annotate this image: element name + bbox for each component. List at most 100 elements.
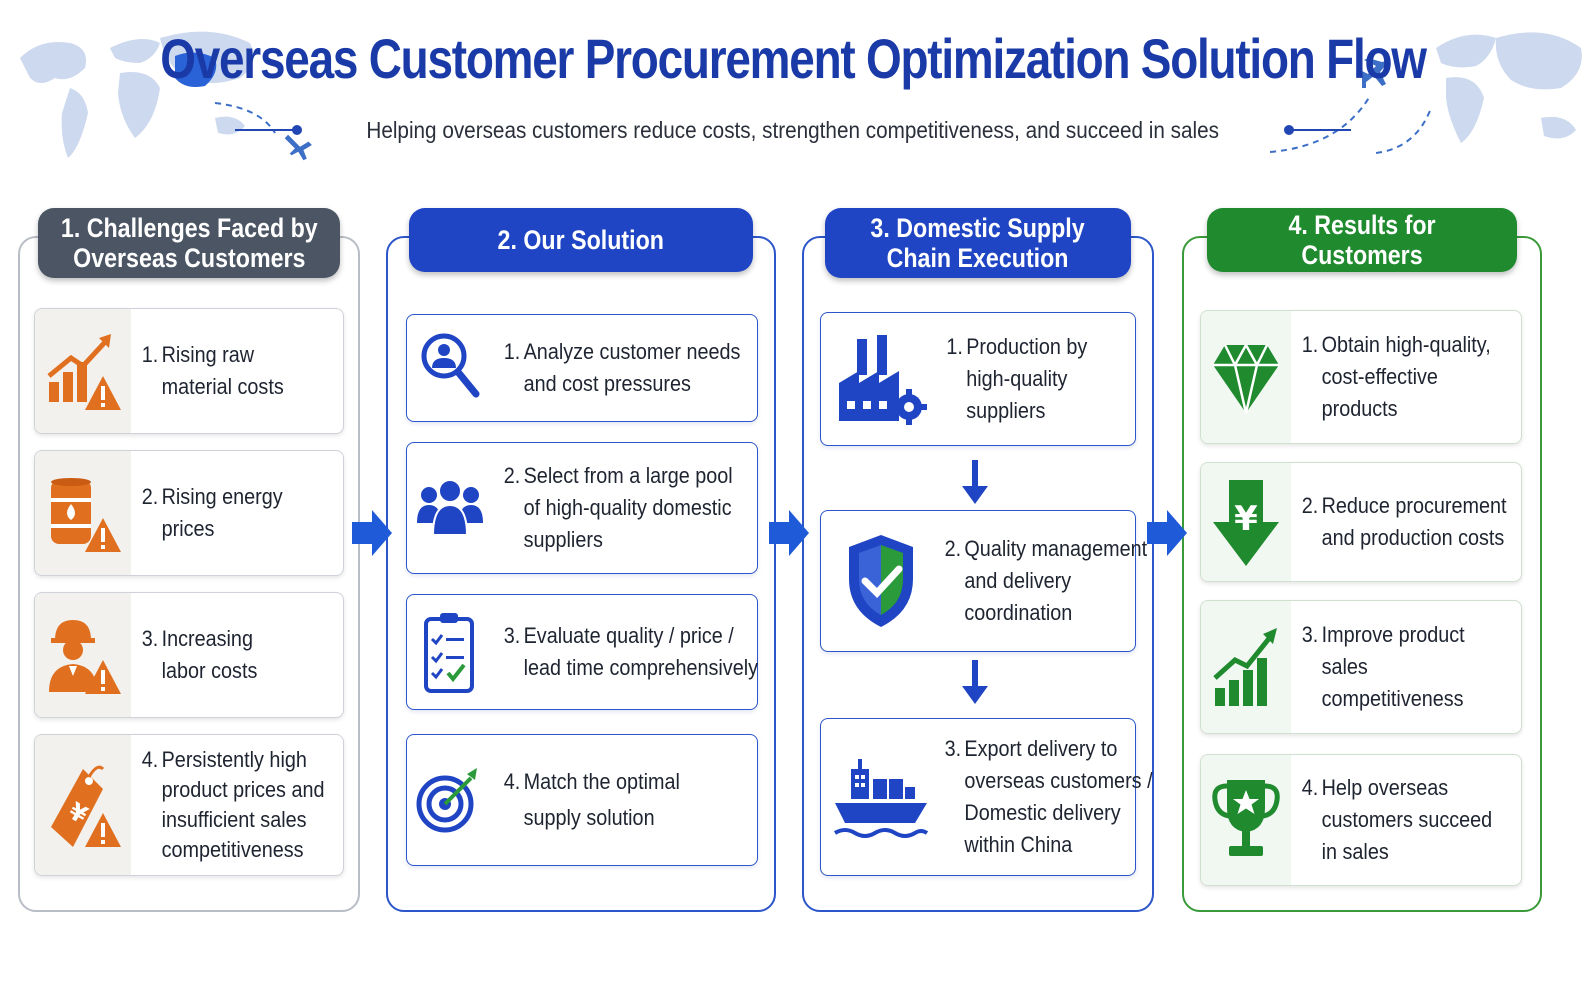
item-number: 1. (503, 339, 521, 364)
factory-icon (821, 313, 941, 445)
card-line: Analyze customer needs (523, 339, 741, 364)
column-heading-challenges: 1. Challenges Faced by Overseas Customer… (38, 208, 340, 278)
worker-icon (35, 593, 131, 717)
card-line: cost-effective (1321, 364, 1438, 389)
flow-arrow-icon (1147, 510, 1187, 556)
card-text: 1.Obtain high-quality, cost-effective pr… (1291, 329, 1491, 425)
card-line: products (1321, 396, 1398, 421)
svg-text:¥: ¥ (1234, 499, 1258, 539)
card-text: 2.Rising energy prices (131, 481, 283, 545)
card-line: coordination (964, 600, 1073, 625)
card-text: 2.Reduce procurement and production cost… (1291, 490, 1507, 554)
magnifier-user-icon (407, 315, 493, 421)
group-icon (407, 443, 493, 573)
oil-barrel-icon (35, 451, 131, 575)
world-map-right (1376, 32, 1582, 154)
card-text: 4.Match the optimal supply solution (493, 764, 680, 836)
item-number: 3. (1301, 622, 1319, 647)
heading-line: 3. Domestic Supply (870, 213, 1086, 243)
card-text: 2.Quality management and delivery coordi… (941, 533, 1148, 629)
yen-down-arrow-icon: ¥ (1201, 463, 1291, 581)
card-text: 1.Analyze customer needs and cost pressu… (493, 336, 741, 400)
challenge-card-2: 2.Rising energy prices (34, 450, 344, 576)
column-heading-solution: 2. Our Solution (409, 208, 753, 272)
card-line: Reduce procurement (1321, 493, 1507, 518)
column-heading-supply-chain: 3. Domestic Supply Chain Execution (825, 208, 1131, 278)
target-icon (407, 735, 493, 865)
item-number: 2. (141, 484, 159, 509)
item-number: 4. (503, 769, 521, 794)
page-subtitle: Helping overseas customers reduce costs,… (366, 116, 1220, 143)
card-line: Evaluate quality / price / (523, 623, 734, 648)
card-line: of high-quality domestic (523, 495, 732, 520)
card-line: Increasing (161, 626, 253, 651)
card-line: Rising raw (161, 342, 255, 367)
flight-path-line (1270, 95, 1371, 153)
heading-line: Overseas Customers (72, 243, 306, 273)
card-line: and cost pressures (523, 371, 691, 396)
heading-line: Chain Execution (887, 243, 1069, 273)
subtitle-row: Helping overseas customers reduce costs,… (0, 112, 1586, 148)
card-line: and production costs (1321, 525, 1505, 550)
card-line: high-quality (966, 366, 1068, 391)
solution-card-2: 2.Select from a large pool of high-quali… (406, 442, 758, 574)
card-line: Select from a large pool (523, 463, 733, 488)
shield-check-icon (821, 511, 941, 651)
card-line: suppliers (523, 527, 603, 552)
challenge-card-4: ¥ 4.Persistently high product prices and… (34, 734, 344, 876)
item-number: 2. (1301, 493, 1319, 518)
card-text: 2.Select from a large pool of high-quali… (493, 460, 733, 556)
card-line: Rising energy (161, 484, 283, 509)
item-number: 3. (503, 623, 521, 648)
item-number: 3. (944, 736, 962, 761)
diamond-icon (1201, 311, 1291, 443)
rising-cost-chart-icon (35, 309, 131, 433)
solution-card-4: 4.Match the optimal supply solution (406, 734, 758, 866)
airplane-icon (1356, 58, 1390, 88)
down-arrow-icon (962, 660, 988, 704)
item-number: 1. (946, 334, 963, 359)
item-number: 3. (141, 626, 159, 651)
card-line: Production by (966, 334, 1088, 359)
card-text: 3.Export delivery to overseas customers … (941, 733, 1153, 861)
card-line: customers succeed (1321, 807, 1493, 832)
heading-line: 1. Challenges Faced by (60, 213, 318, 243)
column-heading-results: 4. Results for Customers (1207, 208, 1517, 272)
card-line: product prices and (161, 777, 325, 802)
card-line: material costs (161, 374, 284, 399)
result-card-2: ¥ 2.Reduce procurement and production co… (1200, 462, 1522, 582)
airplane-icon (284, 134, 312, 161)
item-number: 1. (1301, 332, 1319, 357)
item-number: 2. (944, 536, 962, 561)
result-card-1: 1.Obtain high-quality, cost-effective pr… (1200, 310, 1522, 444)
card-line: sales (1321, 654, 1368, 679)
card-line: overseas customers / (964, 768, 1153, 793)
flow-arrow-icon (352, 510, 392, 556)
subtitle-divider-left (235, 125, 303, 135)
down-arrow-icon (962, 460, 988, 504)
challenge-card-3: 3.Increasing labor costs (34, 592, 344, 718)
supply-card-3: 3.Export delivery to overseas customers … (820, 718, 1153, 876)
page-title: Overseas Customer Procurement Optimizati… (160, 27, 1427, 90)
card-text: 4.Help overseas customers succeed in sal… (1291, 772, 1492, 868)
card-line: Export delivery to (964, 736, 1118, 761)
card-line: supply solution (523, 805, 655, 830)
result-card-3: 3.Improve product sales competitiveness (1200, 600, 1522, 734)
column-supply-chain: 3. Domestic Supply Chain Execution (802, 208, 1154, 912)
checklist-icon (407, 595, 493, 709)
supply-card-1: 1.Production by high-quality suppliers (820, 312, 1136, 446)
trophy-icon (1201, 755, 1291, 885)
card-line: Match the optimal (523, 769, 680, 794)
cargo-ship-icon (821, 719, 941, 875)
result-card-4: 4.Help overseas customers succeed in sal… (1200, 754, 1522, 886)
column-solution: 2. Our Solution 1.Analyze customer needs… (386, 208, 776, 912)
card-line: Help overseas (1321, 775, 1449, 800)
card-text: 3.Improve product sales competitiveness (1291, 619, 1465, 715)
growth-chart-icon (1201, 601, 1291, 733)
item-number: 2. (503, 463, 521, 488)
supply-card-2: 2.Quality management and delivery coordi… (820, 510, 1147, 652)
item-number: 4. (141, 747, 159, 772)
solution-card-1: 1.Analyze customer needs and cost pressu… (406, 314, 758, 422)
card-line: within China (964, 832, 1073, 857)
solution-card-3: 3.Evaluate quality / price / lead time c… (406, 594, 758, 710)
